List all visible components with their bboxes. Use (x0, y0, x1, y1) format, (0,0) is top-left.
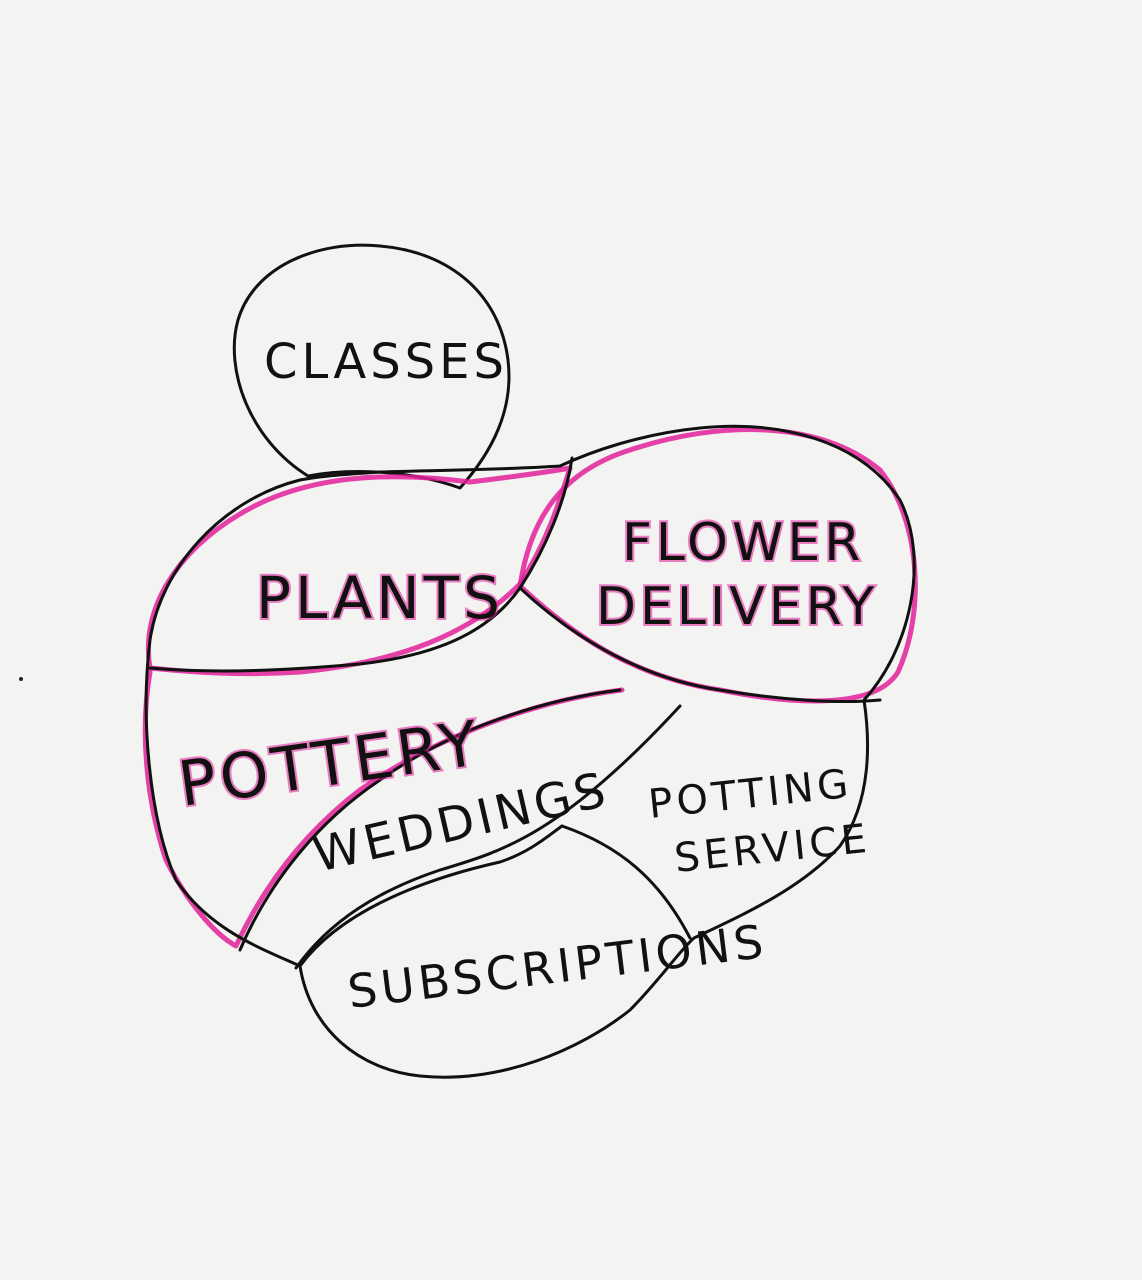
potting-service-label-2: SERVICE (672, 816, 872, 882)
flower-delivery-label-2: DELIVERY (596, 577, 878, 637)
subscriptions-potting-divider (560, 824, 692, 940)
subscriptions-label: SUBSCRIPTIONS (345, 914, 770, 1019)
weddings-top-line (238, 688, 622, 952)
weddings-bottom-line (294, 704, 682, 970)
plants-label-highlight: PLANTS (256, 564, 504, 632)
subscriptions-top-line (298, 824, 564, 968)
flower-delivery-boundary (518, 586, 882, 704)
plants-flower-divider (518, 456, 574, 590)
classes-region (232, 243, 511, 490)
plants-label: PLANTS (256, 564, 504, 632)
classes-label: CLASSES (264, 334, 508, 390)
paper-speck (19, 677, 23, 681)
outer-outline (144, 424, 916, 1079)
flower-delivery-label-1: FLOWER (622, 513, 864, 573)
flower-delivery-label-1-highlight: FLOWER (622, 513, 864, 573)
flower-delivery-label-2-highlight: DELIVERY (596, 577, 878, 637)
potting-service-label-1: POTTING (646, 761, 854, 828)
plants-pottery-divider (148, 586, 522, 673)
